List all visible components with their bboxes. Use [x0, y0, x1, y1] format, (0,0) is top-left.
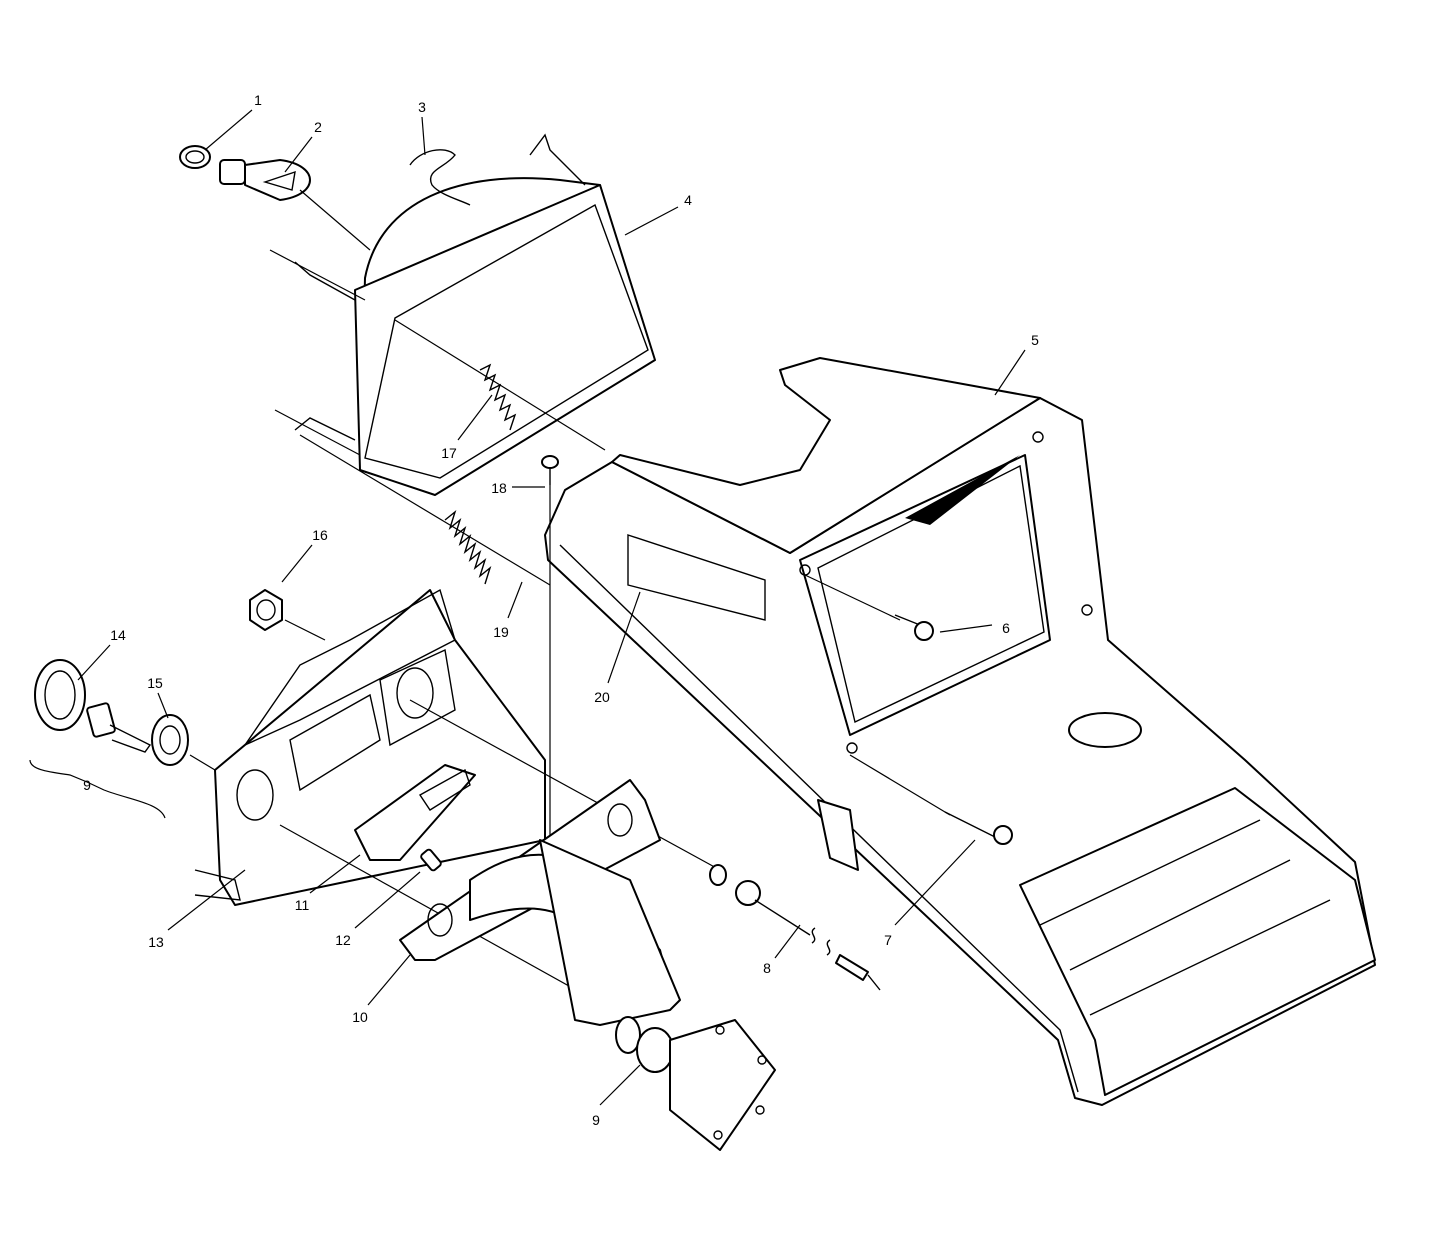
leader-lines — [77, 109, 1026, 1106]
wire-spring-clip — [409, 149, 471, 206]
callout-5: 5 — [1031, 332, 1039, 348]
callout-9-kit: 9 — [83, 777, 91, 793]
callout-6: 6 — [1002, 620, 1010, 636]
callout-2: 2 — [314, 119, 322, 135]
headlight-bulb — [219, 159, 371, 251]
nut-16 — [249, 589, 326, 641]
ignition-key — [86, 702, 152, 753]
bulb-socket-clip — [179, 145, 211, 169]
callout-9-switch: 9 — [592, 1112, 600, 1128]
callout-1: 1 — [254, 92, 262, 108]
key-ring-14 — [34, 659, 86, 731]
cable-connector — [709, 864, 881, 991]
callout-10: 10 — [352, 1009, 368, 1025]
callout-20: 20 — [594, 689, 610, 705]
callout-labels: 1 2 3 4 5 6 7 8 9 9 10 11 12 13 14 15 16… — [83, 92, 1039, 1128]
hood-console-body — [544, 357, 1376, 1106]
dash-panel — [194, 588, 721, 1021]
callout-12: 12 — [335, 932, 351, 948]
adjusting-spring-17 — [394, 319, 606, 451]
screw-6 — [804, 574, 934, 641]
ignition-switch — [615, 1016, 776, 1151]
callout-18: 18 — [491, 480, 507, 496]
bezel-nut-15 — [151, 714, 216, 771]
callout-11: 11 — [295, 897, 310, 913]
callout-14: 14 — [110, 627, 126, 643]
callout-19: 19 — [493, 624, 509, 640]
callout-4: 4 — [684, 192, 692, 208]
headlight-housing — [269, 133, 656, 496]
callout-8: 8 — [763, 960, 771, 976]
screw-7 — [849, 754, 1013, 845]
adjusting-spring-19 — [299, 434, 551, 586]
kit-bracket-9 — [29, 759, 166, 819]
callout-7: 7 — [884, 932, 892, 948]
switch-11 — [354, 764, 476, 861]
callout-15: 15 — [147, 675, 163, 691]
callout-3: 3 — [418, 99, 426, 115]
callout-13: 13 — [148, 934, 164, 950]
callout-16: 16 — [312, 527, 328, 543]
pin-12 — [420, 848, 442, 872]
screw-18 — [541, 455, 559, 870]
callout-17: 17 — [441, 445, 457, 461]
mounting-bracket — [399, 779, 681, 1026]
